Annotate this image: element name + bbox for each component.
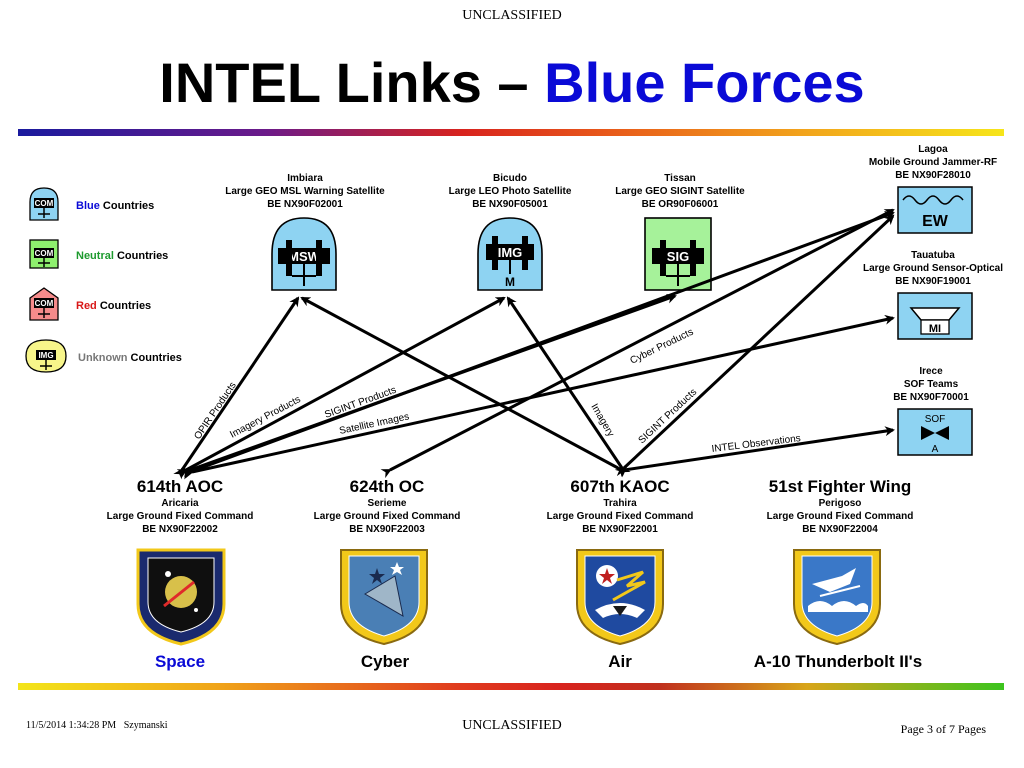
legend-neutral-word: Neutral bbox=[76, 250, 114, 262]
command-name: Trahira bbox=[603, 498, 637, 509]
command-614th: 614th AOC Aricaria Large Ground Fixed Co… bbox=[90, 477, 270, 536]
624th-patch-emblem bbox=[337, 546, 431, 651]
command-name: Perigoso bbox=[818, 498, 862, 509]
svg-text:COM: COM bbox=[35, 299, 54, 308]
title-main: INTEL Links – bbox=[159, 51, 545, 114]
com-icon: COM bbox=[26, 236, 62, 277]
top-rule bbox=[18, 129, 1004, 136]
command-desc: Large Ground Fixed Command bbox=[313, 511, 461, 522]
legend-red: COM Red Countries bbox=[26, 286, 152, 327]
command-desc: Large Ground Fixed Command bbox=[106, 511, 254, 522]
link-614-msw bbox=[173, 296, 300, 480]
command-id: BE NX90F22004 bbox=[802, 524, 878, 535]
svg-text:EW: EW bbox=[922, 213, 949, 230]
svg-text:COM: COM bbox=[35, 249, 54, 258]
legend-unknown-word: Unknown bbox=[78, 352, 128, 364]
command-607th: 607th KAOC Trahira Large Ground Fixed Co… bbox=[530, 477, 710, 536]
legend-unknown-rest: Countries bbox=[127, 352, 182, 364]
bottom-rule bbox=[18, 683, 1004, 690]
607th-patch-emblem bbox=[573, 546, 667, 651]
footer-author: Szymanski bbox=[123, 720, 168, 731]
svg-text:MI: MI bbox=[929, 323, 941, 335]
sof-unit-icon: SOF A bbox=[897, 408, 973, 461]
svg-text:IMG: IMG bbox=[38, 351, 53, 360]
legend-blue-rest: Countries bbox=[99, 200, 155, 212]
command-title: 51st Fighter Wing bbox=[768, 477, 912, 496]
legend-blue: COM Blue Countries bbox=[26, 186, 155, 227]
command-title: 607th KAOC bbox=[570, 477, 670, 496]
link-607-sof bbox=[615, 426, 895, 477]
command-id: BE NX90F22002 bbox=[142, 524, 218, 535]
command-title: 624th OC bbox=[349, 477, 425, 496]
legend-unknown: IMG Unknown Countries bbox=[22, 338, 182, 376]
svg-text:A: A bbox=[932, 444, 939, 455]
classification-bottom: UNCLASSIFIED bbox=[462, 718, 562, 733]
command-title: 614th AOC bbox=[136, 477, 224, 496]
footer-datetime: 11/5/2014 1:34:28 PM bbox=[26, 720, 117, 731]
svg-text:SOF: SOF bbox=[925, 414, 946, 425]
command-desc: Large Ground Fixed Command bbox=[546, 511, 694, 522]
link-label-cyber-products: Cyber Products bbox=[628, 327, 695, 367]
command-name: Aricaria bbox=[161, 498, 199, 509]
command-id: BE NX90F22003 bbox=[349, 524, 425, 535]
command-name: Serieme bbox=[367, 498, 407, 509]
footer-datetime-author: 11/5/2014 1:34:28 PM Szymanski bbox=[26, 720, 168, 731]
command-desc: Large Ground Fixed Command bbox=[766, 511, 914, 522]
img-icon: IMG bbox=[22, 336, 70, 381]
link-624-ew bbox=[380, 208, 895, 479]
title-highlight: Blue Forces bbox=[544, 51, 865, 114]
link-label-sigint-products-2: SIGINT Products bbox=[637, 387, 700, 446]
legend-neutral-rest: Countries bbox=[113, 250, 169, 262]
link-607-img bbox=[506, 296, 631, 478]
command-id: BE NX90F22001 bbox=[582, 524, 658, 535]
caption-air: Air bbox=[608, 652, 632, 671]
legend-neutral: COM Neutral Countries bbox=[26, 238, 168, 274]
svg-text:COM: COM bbox=[35, 199, 54, 208]
command-624th: 624th OC Serieme Large Ground Fixed Comm… bbox=[297, 477, 477, 536]
614th-patch-emblem bbox=[134, 546, 228, 651]
legend-red-word: Red bbox=[76, 300, 97, 312]
caption-space: Space bbox=[154, 652, 206, 671]
ew-unit-icon: EW bbox=[897, 186, 973, 239]
caption-a10: A-10 Thunderbolt II's bbox=[753, 652, 923, 671]
command-51st: 51st Fighter Wing Perigoso Large Ground … bbox=[745, 477, 935, 536]
caption-cyber: Cyber bbox=[360, 652, 410, 671]
link-607-ew bbox=[614, 214, 895, 478]
legend-red-rest: Countries bbox=[96, 300, 152, 312]
page-number: Page 3 of 7 Pages bbox=[900, 722, 986, 736]
51st-patch-emblem bbox=[790, 546, 884, 651]
com-icon: COM bbox=[26, 286, 62, 327]
mi-unit-icon: MI bbox=[897, 292, 973, 345]
legend-blue-word: Blue bbox=[76, 200, 100, 212]
link-label-imagery: Imagery bbox=[588, 402, 616, 439]
com-icon: COM bbox=[26, 186, 62, 227]
page-title: INTEL Links – Blue Forces bbox=[0, 50, 1024, 115]
classification-top: UNCLASSIFIED bbox=[462, 8, 562, 23]
